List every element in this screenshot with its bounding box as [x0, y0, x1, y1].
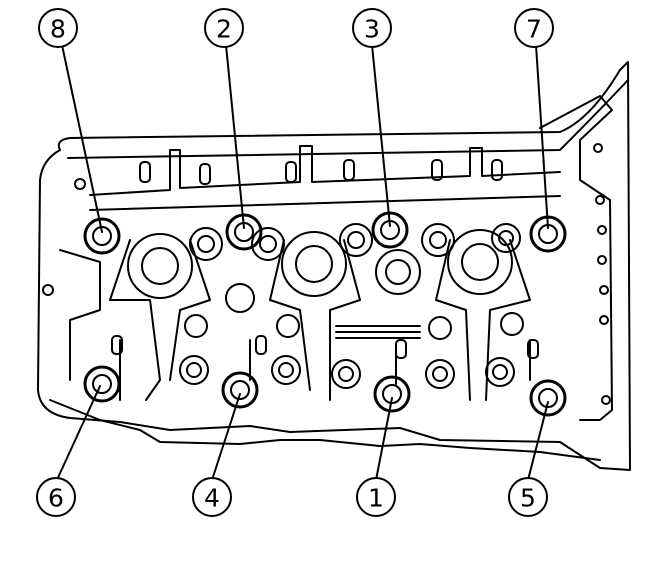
- callout-label-4: 4: [204, 484, 220, 513]
- head-bolt-7: [529, 215, 567, 253]
- right-hole: [597, 225, 607, 235]
- callout-circle-6: [36, 477, 76, 517]
- callout-circle-4: [192, 477, 232, 517]
- slot: [285, 161, 297, 183]
- valve-spring: [251, 227, 285, 261]
- valve-spring-inner: [259, 235, 277, 253]
- small-slot: [255, 335, 267, 355]
- right-hole: [597, 255, 607, 265]
- lower-port-inner: [492, 364, 508, 380]
- lower-boss: [276, 314, 300, 338]
- bearing-arm: [269, 239, 311, 391]
- lower-port: [485, 357, 515, 387]
- head-inner-outline: [67, 79, 629, 159]
- right-hole: [595, 195, 605, 205]
- oil-gallery: [335, 325, 421, 339]
- valve-spring: [189, 227, 223, 261]
- cam-journal-inner: [461, 243, 499, 281]
- slot: [491, 159, 503, 181]
- lower-boss: [225, 283, 255, 313]
- left-side-detail: [59, 249, 101, 381]
- cam-journal-inner: [141, 247, 179, 285]
- leader-line-7: [535, 44, 549, 229]
- right-hole: [599, 315, 609, 325]
- callout-label-1: 1: [368, 484, 384, 513]
- cam-journal: [281, 231, 347, 297]
- head-flange-right: [539, 95, 613, 421]
- callout-label-8: 8: [50, 15, 66, 44]
- callout-label-2: 2: [216, 15, 232, 44]
- callout-label-7: 7: [526, 15, 542, 44]
- callout-label-6: 6: [48, 484, 64, 513]
- right-hole: [599, 285, 609, 295]
- bearing-arm: [435, 239, 471, 401]
- small-slot: [395, 339, 407, 359]
- leader-line-4: [211, 393, 241, 481]
- small-slot: [527, 339, 539, 359]
- valve-spring: [421, 223, 455, 257]
- head-bolt-4: [221, 371, 259, 409]
- slot: [343, 159, 355, 181]
- top-rib-strip-lower: [89, 195, 561, 211]
- lower-port-inner: [186, 362, 202, 378]
- head-casting-outline: [37, 61, 631, 471]
- head-lower-rail: [49, 399, 601, 461]
- right-hole: [601, 395, 611, 405]
- callout-circle-8: [38, 8, 78, 48]
- leader-line-6: [55, 385, 101, 483]
- head-bolt-2: [225, 213, 263, 251]
- lower-port-inner: [338, 366, 354, 382]
- head-bolt-5: [529, 379, 567, 417]
- bearing-arm: [329, 239, 361, 401]
- cam-journal: [127, 233, 193, 299]
- valve-spring-inner: [498, 230, 514, 246]
- callout-circle-2: [204, 8, 244, 48]
- head-bolt-6: [83, 365, 121, 403]
- valve-spring-inner: [197, 235, 215, 253]
- lower-boss: [500, 312, 524, 336]
- valve-spring: [339, 223, 373, 257]
- callout-circle-3: [352, 8, 392, 48]
- callout-circle-5: [508, 477, 548, 517]
- leader-line-8: [61, 44, 103, 233]
- lower-port: [425, 359, 455, 389]
- small-slot: [111, 335, 123, 355]
- lower-boss: [428, 316, 452, 340]
- bearing-arm: [485, 239, 531, 401]
- callout-circle-1: [356, 477, 396, 517]
- lower-port: [179, 355, 209, 385]
- center-bore-inner: [385, 259, 411, 285]
- left-dowel: [42, 284, 54, 296]
- cam-journal: [447, 229, 513, 295]
- leader-line-2: [225, 44, 245, 229]
- bearing-arm: [169, 239, 211, 381]
- slot: [139, 161, 151, 183]
- slot: [199, 163, 211, 185]
- head-bolt-1: [373, 375, 411, 413]
- callout-circle-7: [514, 8, 554, 48]
- vertical-rib: [119, 339, 531, 401]
- center-bore: [375, 249, 421, 295]
- lower-port-inner: [278, 362, 294, 378]
- cam-journal-inner: [295, 245, 333, 283]
- slot: [431, 159, 443, 181]
- head-bolt-8: [83, 217, 121, 255]
- top-rib-strip: [89, 145, 561, 196]
- lower-port: [271, 355, 301, 385]
- head-bolt-3: [371, 211, 409, 249]
- lower-boss: [184, 314, 208, 338]
- lower-port-inner: [432, 366, 448, 382]
- lower-port: [331, 359, 361, 389]
- right-hole: [593, 143, 603, 153]
- valve-spring-inner: [347, 231, 365, 249]
- left-dowel: [74, 178, 86, 190]
- valve-spring: [491, 223, 521, 253]
- leader-line-3: [371, 44, 391, 227]
- callout-label-5: 5: [520, 484, 536, 513]
- bearing-arm: [109, 239, 161, 401]
- callout-label-3: 3: [364, 15, 380, 44]
- valve-spring-inner: [429, 231, 447, 249]
